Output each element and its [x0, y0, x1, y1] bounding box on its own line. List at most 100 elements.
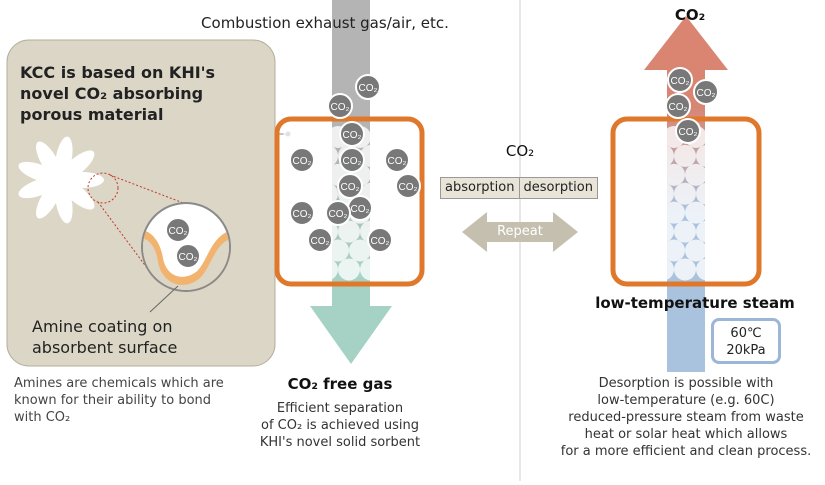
zoomed-surface: CO₂ CO₂: [141, 202, 231, 292]
absorption-label: absorption: [441, 178, 520, 198]
low-temperature-steam-label: low-temperature steam: [595, 294, 795, 312]
pore: [360, 144, 382, 167]
pore: [619, 201, 641, 224]
co2-molecule-label: CO₂: [343, 130, 362, 141]
zoom-line-top: [109, 174, 187, 205]
pore: [652, 258, 674, 281]
absorber-box: [274, 116, 425, 287]
co2-molecule: [337, 173, 363, 199]
pore: [718, 144, 740, 167]
co2-free-gas-label: CO₂ free gas: [287, 375, 393, 393]
co2-molecule: [307, 227, 333, 253]
pore: [305, 126, 327, 148]
pore: [707, 201, 729, 224]
pore: [283, 126, 305, 148]
co2-molecule-label: CO₂: [329, 209, 348, 220]
pore: [696, 182, 718, 205]
absorption-desorption-box: absorption desorption: [440, 177, 598, 199]
zoom-co2-label: CO₂: [179, 252, 198, 263]
pore: [382, 258, 404, 281]
co2-molecule: [325, 200, 351, 226]
co2-molecule: [289, 147, 315, 173]
amine-coating-label: Amine coating on absorbent surface: [32, 317, 178, 357]
co2-molecule-label: CO₂: [671, 76, 690, 87]
pore: [619, 163, 641, 186]
repeat-label: Repeat: [497, 224, 543, 239]
pore: [674, 182, 696, 205]
amine-note: Amines are chemicals which are known for…: [14, 376, 224, 425]
pore: [619, 239, 641, 262]
absorption-description: Efficient separation of CO₂ is achieved …: [259, 401, 421, 450]
pore: [371, 163, 393, 186]
co2-molecule: [367, 227, 393, 253]
zoom-co2-molecule: [165, 217, 191, 243]
temperature-value: 60℃: [730, 326, 762, 341]
co2-molecule: [289, 200, 315, 226]
pore: [729, 201, 751, 224]
co2-molecule: [675, 118, 701, 144]
pore: [652, 144, 674, 167]
pore: [360, 258, 382, 281]
pore: [316, 182, 338, 205]
pressure-value: 20kPa: [726, 343, 766, 358]
pore: [707, 163, 729, 186]
pore: [316, 144, 338, 167]
pore: [729, 163, 751, 186]
co2-molecule-label: CO₂: [343, 156, 362, 167]
co2-molecule-label: CO₂: [351, 204, 370, 215]
pore: [641, 126, 663, 148]
co2-molecule: [667, 67, 693, 93]
pore: [641, 163, 663, 186]
steam-conditions-box: 60℃ 20kPa: [711, 318, 781, 364]
pore: [327, 239, 349, 262]
pore: [652, 182, 674, 205]
pore: [729, 126, 751, 148]
zoom-source-circle: [87, 172, 119, 204]
co2-molecule: [327, 93, 353, 119]
co2-molecule: [355, 74, 381, 100]
pore: [371, 126, 393, 148]
repeat-arrow: [462, 212, 578, 252]
co2-molecule: [693, 79, 719, 105]
pore: [371, 201, 393, 224]
pore: [294, 182, 316, 205]
co2-molecule: [665, 93, 691, 119]
co2-molecule-label: CO₂: [341, 182, 360, 193]
pore: [619, 126, 641, 148]
pore: [718, 220, 740, 243]
pore: [630, 258, 652, 281]
co2-molecule-label: CO₂: [679, 127, 698, 138]
pore: [718, 182, 740, 205]
pore: [393, 239, 415, 262]
pore: [674, 258, 696, 281]
pore: [685, 163, 707, 186]
pore: [696, 220, 718, 243]
pore: [393, 201, 415, 224]
co2-molecule-label: CO₂: [371, 236, 390, 247]
pore: [685, 201, 707, 224]
pore: [283, 239, 305, 262]
pore: [630, 220, 652, 243]
pore: [707, 239, 729, 262]
zoom-co2-molecule: [175, 243, 201, 269]
pore: [696, 144, 718, 167]
zoom-co2-label: CO₂: [169, 226, 188, 237]
co2-molecule: [384, 147, 410, 173]
co2-molecule-label: CO₂: [669, 102, 688, 113]
zoom-line-bottom: [97, 201, 151, 273]
pore: [674, 220, 696, 243]
co2-molecule-label: CO₂: [359, 83, 378, 94]
co2-molecule: [339, 121, 365, 147]
pore: [641, 201, 663, 224]
co2-molecule-label: CO₂: [388, 156, 407, 167]
pore: [338, 220, 360, 243]
co2-molecule: [339, 147, 365, 173]
pore: [707, 126, 729, 148]
co2-molecule-label: CO₂: [293, 156, 312, 167]
pore: [316, 258, 338, 281]
pore: [674, 144, 696, 167]
pore: [729, 239, 751, 262]
co2-molecule-label: CO₂: [311, 236, 330, 247]
